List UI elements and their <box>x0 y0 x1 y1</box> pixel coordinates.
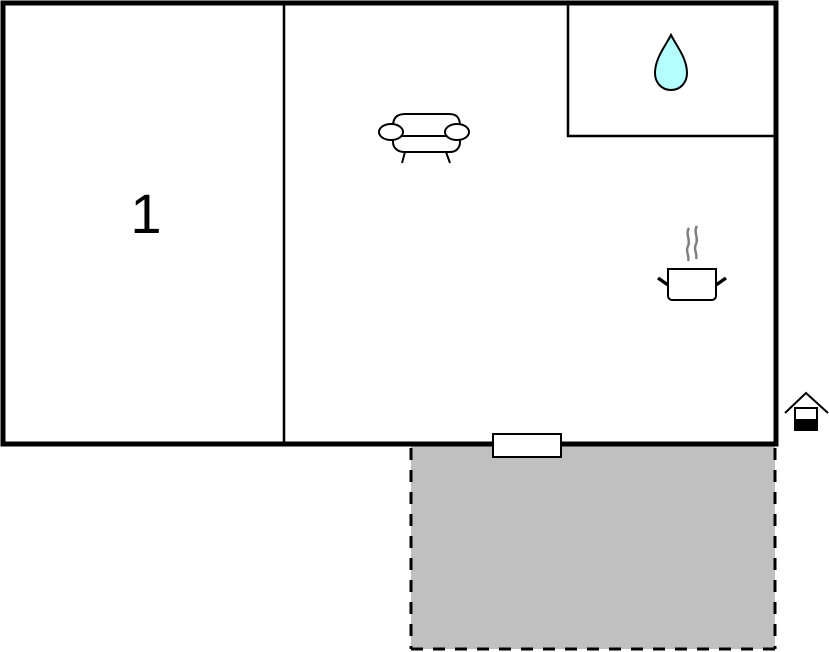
terrace <box>409 445 777 651</box>
room-label-bedroom: 1 <box>130 182 161 245</box>
cooking-pot-icon <box>656 225 728 301</box>
door-icon <box>492 433 562 458</box>
entrance-house-icon <box>784 391 829 431</box>
sofa-icon <box>378 113 470 164</box>
bathroom-walls <box>566 3 776 138</box>
outer-walls <box>0 0 779 447</box>
water-drop-icon <box>653 32 689 92</box>
